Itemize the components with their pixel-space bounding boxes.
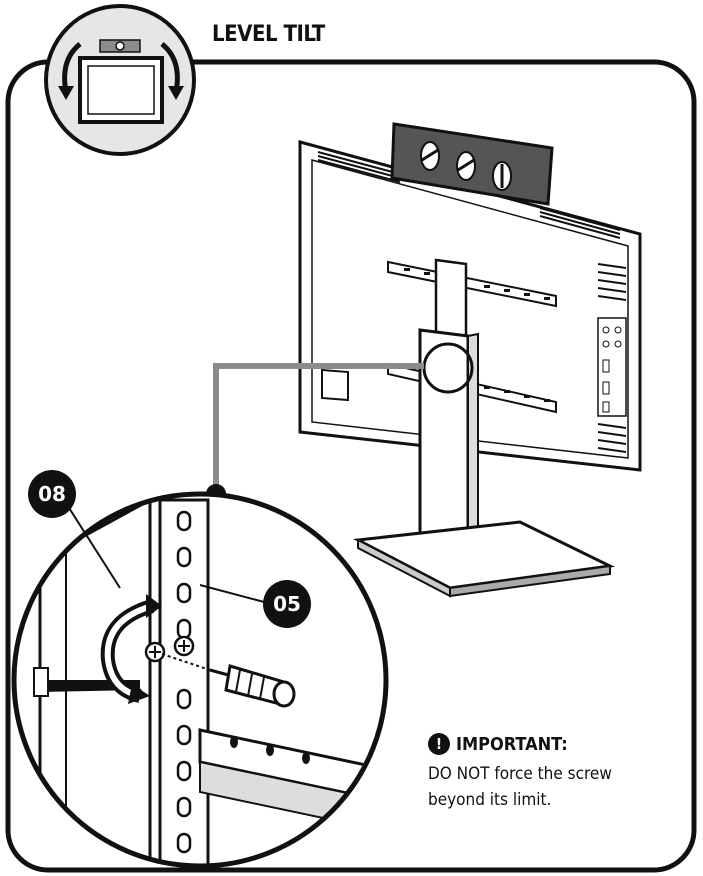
- exclamation-icon: !: [428, 733, 450, 755]
- note-line-2: beyond its limit.: [428, 787, 668, 813]
- port-panel: [598, 318, 626, 416]
- level-tilt-badge: [46, 6, 194, 154]
- important-note: ! IMPORTANT: DO NOT force the screw beyo…: [428, 733, 668, 813]
- note-line-1: DO NOT force the screw: [428, 761, 668, 787]
- mini-monitor: [80, 58, 162, 122]
- note-heading: IMPORTANT:: [456, 734, 568, 755]
- callout-08-badge: 08: [28, 470, 76, 518]
- callout-05-badge: 05: [263, 580, 311, 628]
- page-title: LEVEL TILT: [212, 22, 325, 47]
